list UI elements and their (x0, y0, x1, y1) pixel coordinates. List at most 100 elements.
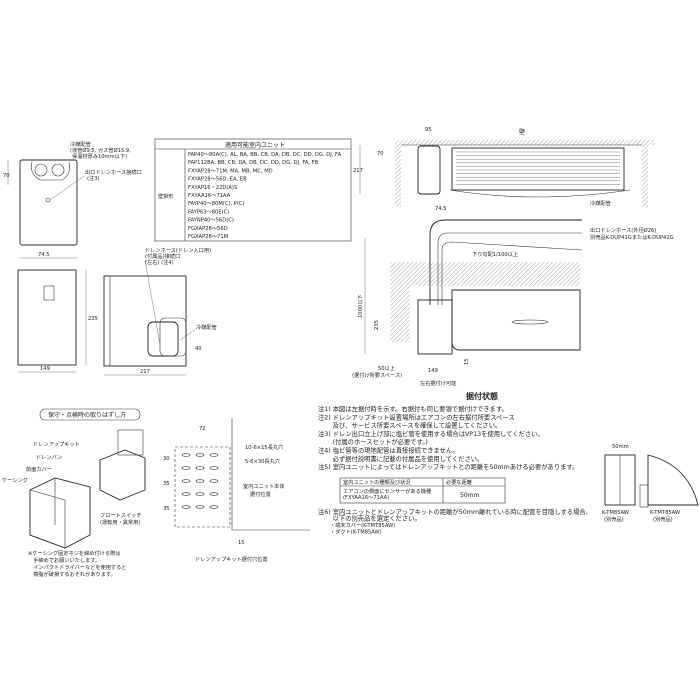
elevation-view: 235 149 (17, 269, 98, 373)
drain-label: 出口ドレンホース接続口 (85, 168, 142, 176)
cover-label: K-TMT85AW (650, 510, 680, 516)
maintenance-view: 保守・点検時の取りはずし方 ドレンアップキット ドレンパン 前面カバー ケーシン… (2, 408, 146, 578)
dim-30: 30 (163, 456, 170, 462)
space-label: (据付け所要スペース) (352, 371, 402, 379)
col-header: 必要な距離 (446, 478, 472, 486)
dim-217: 217 (140, 369, 150, 375)
hose-label: 出口ドレンホース(外径Ø26) (590, 226, 656, 234)
note-line: 注1) 本図は左据付時を示す。右据付も同じ要領で据付けできます。 (318, 404, 508, 413)
top-view: 壁 95 70 217 74.5 (353, 127, 655, 212)
casing-label: ケーシング (2, 476, 28, 484)
float-label: フロートスイッチ (100, 512, 142, 519)
model-item: FXYAP16・22D(A)S (188, 185, 237, 191)
mounting-hole (195, 466, 205, 470)
cover-label: 前面カバー (26, 465, 52, 473)
note-line: 注6) 室内ユニットとドレンアップキットの距離が50mm離れている時に配管を目隠… (318, 507, 592, 516)
warning-line: 樹脂が破損するおそれがあります。 (28, 570, 116, 578)
warning-line: ※ケーシング固定ネジを締め付ける際は (28, 549, 120, 557)
pan-label: ドレンパン (36, 454, 62, 461)
hose-label: (左右) (注4) (145, 258, 174, 266)
wall-label: 壁 (519, 128, 525, 136)
mounting-hole (181, 479, 191, 483)
dim-70: 70 (3, 173, 10, 179)
pipe-label: 冷媒配管 (590, 199, 611, 207)
install-title: 据付状態 (466, 391, 498, 401)
category-label: 壁掛形 (158, 192, 174, 200)
pipe-spec: 保温材厚み10mm以下) (72, 152, 127, 160)
hose-label: ドレンホース(ドレン入口用) (145, 247, 211, 254)
lr-label: 左右据付け可能 (420, 379, 456, 387)
note-line: 以下の別売品を選定ください。 (318, 514, 421, 523)
dim-74-5: 74.5 (435, 206, 447, 212)
mounting-hole (195, 505, 205, 509)
mounting-hole (195, 492, 205, 496)
col-header: 室内ユニットの種類及び状況 (343, 478, 410, 486)
note-line: (付属のホースセットが必要です。) (318, 437, 428, 446)
options-view: 50mm K-TM85AW (別売品) K-TMT85AW (別売品) (602, 444, 699, 523)
dim-149: 149 (40, 366, 50, 372)
note-line: ・端末カバー(K-TMT85AW) (318, 521, 395, 529)
dim-15: 15 (238, 540, 245, 546)
mounting-hole (209, 505, 219, 509)
side-view: ドレンホース(ドレン入口用) (付属品)接続口 (左右) (注4) 冷媒配管 2… (103, 247, 217, 376)
maintenance-title: 保守・点検時の取りはずし方 (48, 411, 126, 419)
slope-label: 下り勾配1/100以上 (472, 250, 518, 258)
mounting-hole (209, 479, 219, 483)
slot-label: 5-6×30長丸穴 (245, 457, 280, 465)
dim-40: 40 (195, 346, 202, 352)
holes-title: ドレンアップキット据付穴位置 (195, 555, 268, 563)
model-item: FGXAP28～71M (188, 234, 228, 240)
dim-235: 235 (374, 320, 380, 330)
model-item: FXYAA16～71AA (188, 193, 231, 199)
note-line: 必ず据付説明書に記載の付属品を使用してください。 (318, 454, 483, 463)
note-line: 注4) 塩ビ管等の現地配管は直接接続できません。 (318, 446, 459, 455)
mounting-hole (181, 466, 191, 470)
dim-35: 35 (163, 506, 170, 512)
note-line: 注5) 室内ユニットによってはドレンアップキットとの距離を50mmあける必要があ… (318, 462, 578, 471)
model-item: FAP112BA, BB, CB, DA, DB, DC, DD, DG, DJ… (188, 160, 319, 166)
hole-positions: 72 30 35 35 15 10-6×15長丸穴 5-6×30長丸穴 室内ユニ… (163, 418, 310, 563)
note-line: ・ダクト(K-TM85AW) (318, 528, 382, 536)
model-item: FAYP40～80M(C), P(C) (188, 201, 245, 207)
float-label: (運転用・異常用) (100, 518, 140, 526)
row-model: (FXYAA16～71AA) (343, 495, 389, 501)
option-note: (別売品) (653, 515, 673, 523)
mounting-hole (181, 453, 191, 457)
dim-35: 35 (163, 481, 170, 487)
mounting-hole (195, 453, 205, 457)
hose-option: 別売品K-DUP41GまたはK-DUP42G (590, 233, 674, 241)
model-item: FXYAP28～71M, MA, MB, MC, MD (188, 168, 273, 174)
model-item: FGXAP28～56D (188, 226, 228, 232)
model-item: FAYNP40～56D(C) (188, 218, 234, 224)
distance-table: 室内ユニットの種類及び状況 必要な距離 エアコンの側面にセンサーがある機種 (F… (339, 477, 506, 504)
notes: 注1) 本図は左据付時を示す。右据付も同じ要領で据付けできます。注2) ドレンア… (318, 404, 592, 536)
dim-1000: 1000以下 (357, 294, 364, 318)
note-line: 及び、サービス所要スペースを確保して設置してください。 (318, 421, 501, 430)
mounting-hole (181, 505, 191, 509)
dim-72: 72 (199, 426, 206, 432)
dim-50mm: 50mm (612, 444, 629, 450)
note-line: 注2) ドレンアップキット設置場所はエアコンの左右据付所要スペース (318, 412, 515, 421)
note-ref: (注3) (87, 174, 100, 182)
dim-15: 15 (464, 358, 470, 365)
note-line: 注3) ドレン出口立上げ部に塩ビ管を使用する場合はVP13を使用してください。 (318, 429, 544, 438)
install-view: 冷媒配管 出口ドレンホース(外径Ø26) 別売品K-DUP41GまたはK-DUP… (352, 199, 674, 401)
model-item: FXYAP28～56D, EA, EB (188, 177, 247, 183)
mounting-hole (195, 479, 205, 483)
front-view: 70 74.5 冷媒配管 (液管Ø9.5, ガス管Ø15.9, 保温材厚み10m… (3, 140, 142, 259)
kit-label: ドレンアップキット (33, 441, 80, 448)
mounting-hole (209, 492, 219, 496)
model-item: FAP40～80A(C), AL, BA, BB, CB, DA, DB, DC… (188, 152, 342, 158)
warning-line: 手締めでお願いいたします。 (28, 556, 100, 564)
pipe-spec: (液管Ø9.5, ガス管Ø15.9, (70, 146, 131, 154)
pipe-label: 冷媒配管 (196, 323, 217, 331)
hose-label: (付属品)接続口 (145, 252, 180, 260)
dim-217: 217 (353, 168, 363, 174)
row-value: 50mm (460, 492, 479, 499)
dim-95: 95 (425, 127, 432, 133)
model-item: FAYP63～80E(C) (188, 209, 229, 215)
row-text: エアコンの側面にセンサーがある機種 (343, 487, 431, 495)
compatible-units-table: 適用可能室内ユニット 壁掛形 FAP40～80A(C), AL, BA, BB,… (154, 138, 352, 242)
unit-label: 室内ユニット本体 (243, 482, 285, 490)
duct-label: K-TM85AW (602, 510, 629, 516)
